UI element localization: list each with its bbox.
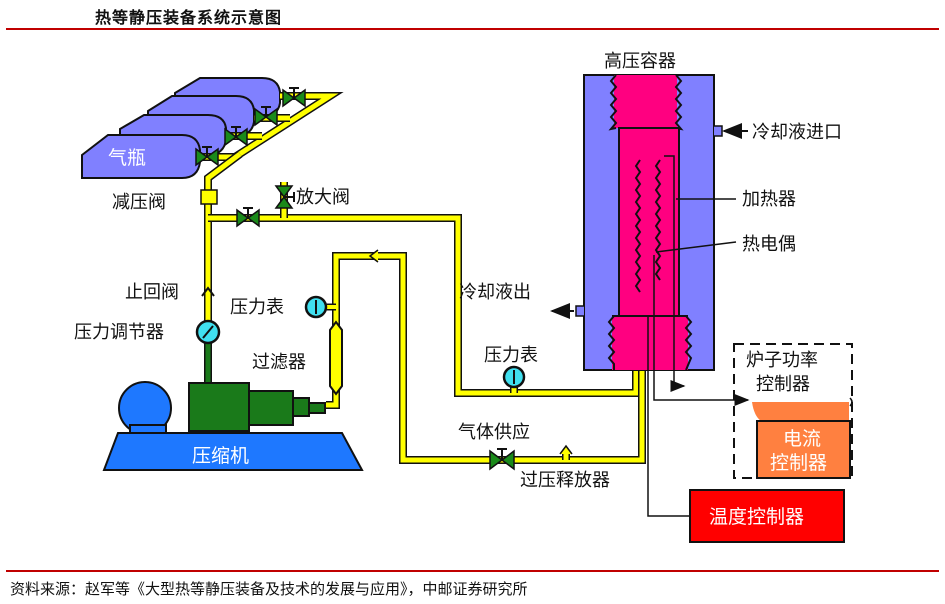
thermocouple-lead <box>653 255 750 406</box>
compressor-label: 压缩机 <box>192 445 249 467</box>
compressor-body <box>188 382 250 432</box>
gas-cylinder-label: 气瓶 <box>108 147 146 169</box>
pressure-gauge-right[interactable] <box>502 365 526 389</box>
temperature-controller-label: 温度控制器 <box>709 506 804 528</box>
compressor-base <box>102 432 364 471</box>
bottom-divider <box>6 570 939 572</box>
pressure-gauge-left[interactable] <box>304 295 336 319</box>
amplifier-valve[interactable] <box>274 185 295 209</box>
current-controller-label-2: 控制器 <box>770 452 827 474</box>
check-valve-label: 止回阀 <box>125 282 179 303</box>
compressor: 压缩机 <box>102 381 364 471</box>
filter <box>329 320 343 396</box>
gas-supply-label: 气体供应 <box>458 422 530 443</box>
thermocouple-leader-line <box>655 241 737 253</box>
furnace-power-controller-label-1: 炉子功率 <box>746 350 818 371</box>
vessel-top-plug <box>614 75 677 128</box>
thermocouple-label: 热电偶 <box>742 234 796 255</box>
page-title: 热等静压装备系统示意图 <box>95 8 283 27</box>
vessel-bottom-plug <box>612 316 688 370</box>
shutoff-valve[interactable] <box>236 207 260 228</box>
pressure-reducing-valve-label: 减压阀 <box>112 192 166 213</box>
gas-supply-valve[interactable] <box>489 448 515 471</box>
temperature-controller[interactable]: 温度控制器 <box>689 489 845 543</box>
cylinder-valve-2[interactable] <box>224 126 248 147</box>
pressure-gauge-right-label: 压力表 <box>484 345 538 366</box>
high-pressure-vessel-label: 高压容器 <box>604 51 676 72</box>
furnace-power-controller-label-2: 控制器 <box>756 374 810 395</box>
vessel-chamber <box>618 127 680 317</box>
gas-cylinders: 气瓶 <box>81 77 281 179</box>
cylinder-valve-4[interactable] <box>282 87 306 108</box>
source-note: 资料来源：赵军等《大型热等静压装备及技术的发展与应用》，中邮证券研究所 <box>10 580 528 598</box>
check-valve-icon[interactable] <box>201 286 215 297</box>
high-pressure-vessel <box>550 74 750 517</box>
filter-label: 过滤器 <box>252 352 306 373</box>
temperature-controller-lead <box>647 316 690 517</box>
heater-label: 加热器 <box>742 189 796 210</box>
current-controller[interactable]: 电流 控制器 <box>756 420 851 479</box>
furnace-power-controller: 炉子功率 控制器 <box>733 343 853 479</box>
cylinder-valve-3[interactable] <box>254 106 278 127</box>
coolant-outlet-label: 冷却液出 <box>459 282 531 303</box>
heater-coil-2 <box>654 159 662 281</box>
overpressure-relief-label: 过压释放器 <box>520 470 610 491</box>
pressure-regulator-gauge[interactable] <box>195 319 221 345</box>
pressure-gauge-left-label: 压力表 <box>230 297 284 318</box>
cylinder-valve-1[interactable] <box>195 146 219 167</box>
coolant-inlet-label: 冷却液进口 <box>752 122 842 143</box>
heater-lead <box>664 155 686 392</box>
current-controller-label-1: 电流 <box>783 428 821 450</box>
pressure-reducing-valve[interactable] <box>200 189 218 205</box>
amplifier-valve-label: 放大阀 <box>296 187 350 208</box>
flow-direction-arrow <box>368 249 379 263</box>
overpressure-relief-icon[interactable] <box>559 444 573 455</box>
heater-coil-1 <box>634 159 642 293</box>
pressure-regulator-label: 压力调节器 <box>74 322 164 343</box>
valves <box>195 87 515 471</box>
top-divider <box>6 28 939 30</box>
